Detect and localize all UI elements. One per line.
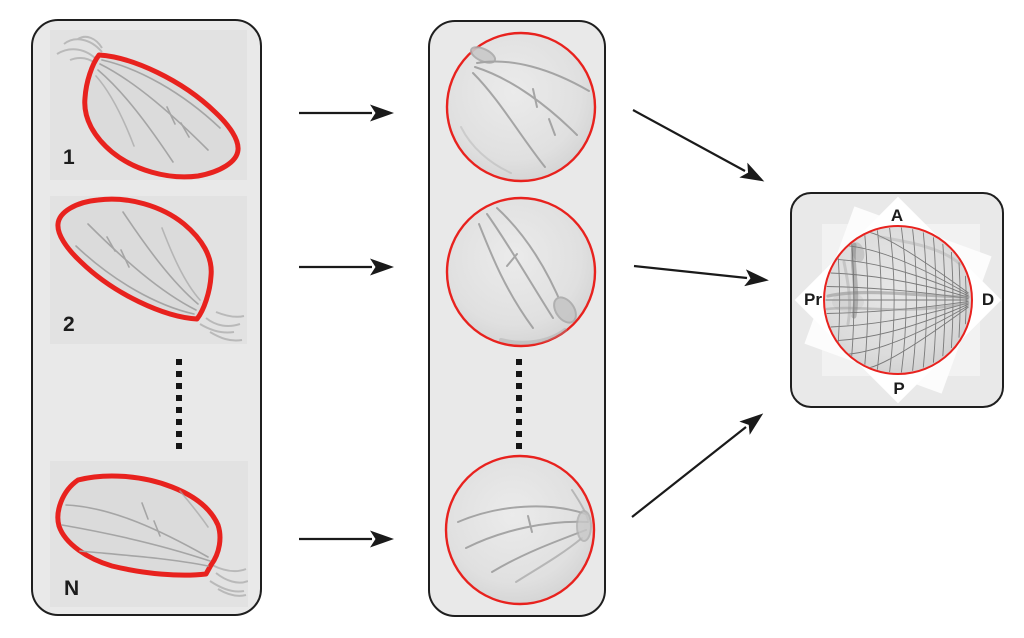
dot — [516, 395, 522, 401]
dot — [516, 407, 522, 413]
input-wings-panel: 1 2 N — [31, 19, 262, 616]
disc-wing-2 — [445, 196, 597, 348]
wing-photo-n-svg — [55, 473, 248, 597]
dot — [516, 383, 522, 389]
dot — [516, 443, 522, 449]
wing-hinge-parts — [199, 311, 245, 342]
wing-outline — [55, 196, 214, 322]
wing-index-1: 1 — [63, 146, 75, 169]
dot — [176, 359, 182, 365]
ellipsis-dots — [176, 359, 182, 449]
arrow-disc2-to-registered — [633, 264, 769, 287]
arrow-disc1-to-registered — [632, 109, 765, 182]
wing-outline — [55, 473, 223, 578]
disc-veins — [457, 489, 592, 583]
dot — [516, 431, 522, 437]
dot — [516, 371, 522, 377]
axis-label-proximal: Pr — [804, 290, 822, 309]
dot — [176, 395, 182, 401]
disc-boundary — [445, 196, 597, 348]
axis-label-distal: D — [981, 290, 995, 309]
wing-photo-1-svg — [56, 35, 241, 180]
disc-boundary — [444, 454, 596, 606]
disc-wing-1 — [445, 31, 597, 183]
dot — [176, 371, 182, 377]
wing-outline — [82, 52, 241, 180]
arrow-disc3-to-registered — [631, 413, 764, 518]
registered-wing-panel: A P Pr D — [790, 192, 1004, 408]
disc-mapped-panel — [428, 20, 606, 617]
wing-veins — [61, 490, 211, 567]
ellipsis-dots — [516, 359, 522, 449]
wing-veins — [95, 59, 221, 163]
wing-index-n: N — [64, 577, 80, 600]
wing-photo-2-svg — [55, 196, 245, 342]
dot — [176, 431, 182, 437]
registered-veins — [825, 235, 970, 326]
disc-boundary — [823, 225, 973, 375]
disc-wing-3 — [444, 454, 596, 606]
dot — [176, 383, 182, 389]
dot — [516, 419, 522, 425]
axis-label-posterior: P — [893, 379, 905, 398]
wing-hinge-parts — [209, 564, 248, 597]
wing-veins — [75, 211, 201, 315]
deformed-grid — [825, 227, 969, 373]
axis-label-anterior: A — [890, 206, 904, 225]
wing-image-1 — [50, 30, 247, 180]
disc-veins — [460, 46, 590, 174]
dot — [176, 407, 182, 413]
wing-image-n — [50, 461, 248, 607]
dot — [176, 419, 182, 425]
dot — [176, 443, 182, 449]
wing-index-2: 2 — [63, 313, 75, 336]
disc-veins — [478, 207, 577, 345]
registered-wing-svg — [794, 196, 1001, 404]
dot — [516, 359, 522, 365]
wing-image-2 — [50, 196, 247, 344]
disc-boundary — [445, 31, 597, 183]
